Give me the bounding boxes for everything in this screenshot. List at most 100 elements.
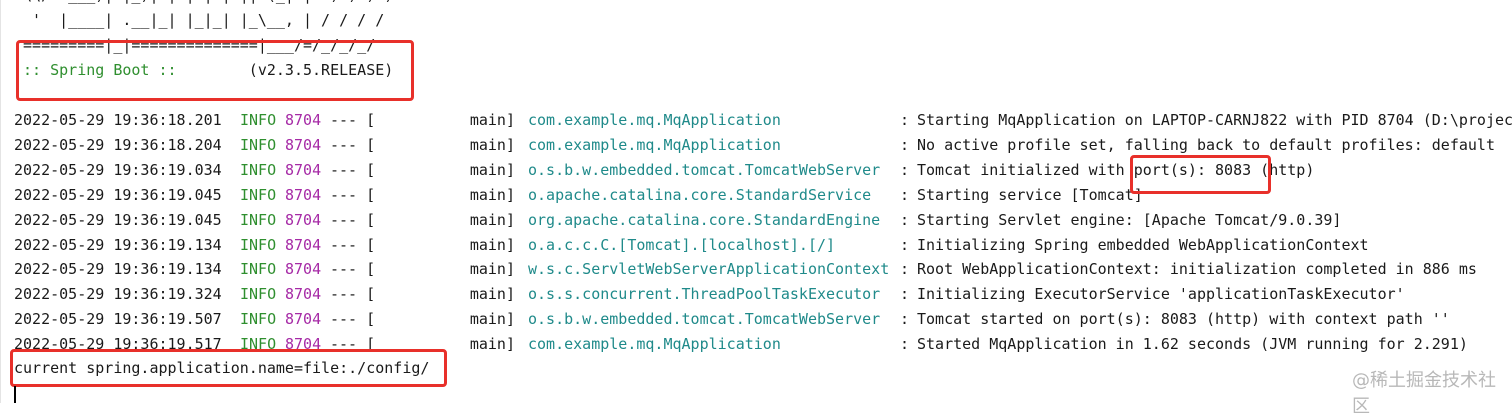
log-row: 2022-05-29 19:36:19.507 INFO 8704 --- [ main… [0, 307, 1512, 332]
log-row: 2022-05-29 19:36:19.045 INFO 8704 --- [ main… [0, 183, 1512, 208]
log-message: Starting service [Tomcat] [917, 185, 1143, 204]
banner-line: \\/ ___)| |_)| | | | | || (_| | ) ) ) ) [14, 0, 393, 8]
log-row: 2022-05-29 19:36:18.204 INFO 8704 --- [ main… [0, 133, 1512, 158]
log-logger: com.example.mq.MqApplication [528, 335, 781, 354]
highlight-box-banner [16, 40, 414, 101]
log-level: INFO [240, 210, 277, 229]
log-level: INFO [240, 310, 277, 329]
log-row: 2022-05-29 19:36:19.134 INFO 8704 --- [ main… [0, 233, 1512, 258]
log-separator: --- [ [330, 285, 376, 304]
log-timestamp: 2022-05-29 19:36:19.045 [14, 210, 222, 229]
log-timestamp: 2022-05-29 19:36:18.204 [14, 135, 222, 154]
log-thread: main] [469, 285, 515, 304]
log-pid: 8704 [285, 185, 322, 204]
log-colon: : [900, 111, 910, 129]
log-thread: main] [469, 135, 515, 154]
log-pid: 8704 [285, 310, 322, 329]
log-logger: com.example.mq.MqApplication [528, 111, 781, 129]
log-timestamp: 2022-05-29 19:36:19.034 [14, 160, 222, 179]
log-colon: : [900, 210, 910, 229]
log-message: Tomcat started on port(s): 8083 (http) w… [917, 310, 1450, 329]
log-timestamp: 2022-05-29 19:36:19.507 [14, 310, 222, 329]
log-separator: --- [ [330, 111, 376, 129]
log-message: Tomcat initialized with port(s): 8083 (h… [917, 160, 1315, 179]
log-logger: o.s.b.w.embedded.tomcat.TomcatWebServer [528, 160, 881, 179]
log-separator: --- [ [330, 210, 376, 229]
log-colon: : [900, 160, 910, 179]
log-colon: : [900, 235, 910, 254]
log-colon: : [900, 135, 910, 154]
log-separator: --- [ [330, 235, 376, 254]
log-thread: main] [469, 160, 515, 179]
log-level: INFO [240, 260, 277, 279]
log-message: Root WebApplicationContext: initializati… [917, 260, 1477, 279]
log-timestamp: 2022-05-29 19:36:19.045 [14, 185, 222, 204]
log-level: INFO [240, 335, 277, 354]
log-message: Starting MqApplication on LAPTOP-CARNJ82… [917, 111, 1512, 129]
log-level: INFO [240, 160, 277, 179]
log-pid: 8704 [285, 235, 322, 254]
log-thread: main] [469, 111, 515, 129]
log-row: 2022-05-29 19:36:19.324 INFO 8704 --- [ main… [0, 282, 1512, 307]
log-colon: : [900, 310, 910, 329]
log-colon: : [900, 285, 910, 304]
log-level: INFO [240, 135, 277, 154]
log-thread: main] [469, 310, 515, 329]
log-thread: main] [469, 335, 515, 354]
log-logger: org.apache.catalina.core.StandardEngine [528, 210, 881, 229]
log-message: Initializing ExecutorService 'applicatio… [917, 285, 1405, 304]
spring-boot-version: (v2.3.5.RELEASE) [185, 61, 394, 79]
log-message: Started MqApplication in 1.62 seconds (J… [917, 335, 1468, 354]
log-timestamp: 2022-05-29 19:36:19.134 [14, 235, 222, 254]
log-thread: main] [469, 260, 515, 279]
log-logger: o.s.b.w.embedded.tomcat.TomcatWebServer [528, 310, 881, 329]
log-colon: : [900, 260, 910, 279]
spring-boot-label: :: Spring Boot :: [14, 61, 186, 79]
log-timestamp: 2022-05-29 19:36:19.134 [14, 260, 222, 279]
log-row: 2022-05-29 19:36:19.034 INFO 8704 --- [ main… [0, 158, 1512, 183]
log-colon: : [900, 185, 910, 204]
log-message: Starting Servlet engine: [Apache Tomcat/… [917, 210, 1342, 229]
log-logger: w.s.c.ServletWebServerApplicationContext [528, 260, 890, 279]
text-cursor [14, 386, 16, 403]
log-separator: --- [ [330, 135, 376, 154]
highlight-box-output [10, 349, 447, 387]
log-thread: main] [469, 185, 515, 204]
banner-line: ' |____| .__|_| |_|_| |_\__, | / / / / [14, 11, 385, 29]
log-thread: main] [469, 235, 515, 254]
log-separator: --- [ [330, 310, 376, 329]
log-logger: com.example.mq.MqApplication [528, 135, 781, 154]
log-level: INFO [240, 285, 277, 304]
log-pid: 8704 [285, 210, 322, 229]
log-level: INFO [240, 235, 277, 254]
spring-boot-version-line: :: Spring Boot :: (v2.3.5.RELEASE) [14, 58, 393, 83]
log-message: Initializing Spring embedded WebApplicat… [917, 235, 1369, 254]
log-logger: o.s.s.concurrent.ThreadPoolTaskExecutor [528, 285, 881, 304]
log-pid: 8704 [285, 135, 322, 154]
watermark: @稀土掘金技术社区 [1352, 370, 1496, 417]
log-separator: --- [ [330, 160, 376, 179]
log-colon: : [900, 335, 910, 354]
highlight-box-port [1130, 155, 1271, 194]
log-pid: 8704 [285, 335, 322, 354]
log-level: INFO [240, 111, 277, 129]
log-separator: --- [ [330, 335, 376, 354]
log-pid: 8704 [285, 160, 322, 179]
log-timestamp: 2022-05-29 19:36:19.517 [14, 335, 222, 354]
log-row: 2022-05-29 19:36:19.517 INFO 8704 --- [ main… [0, 332, 1512, 357]
log-level: INFO [240, 185, 277, 204]
console-left-edge [0, 0, 1, 403]
log-timestamp: 2022-05-29 19:36:19.324 [14, 285, 222, 304]
log-thread: main] [469, 210, 515, 229]
log-pid: 8704 [285, 111, 322, 129]
log-separator: --- [ [330, 185, 376, 204]
log-timestamp: 2022-05-29 19:36:18.201 [14, 111, 222, 129]
log-message: No active profile set, falling back to d… [917, 135, 1495, 154]
log-row: 2022-05-29 19:36:18.201 INFO 8704 --- [ main… [0, 108, 1512, 133]
log-logger: o.a.c.c.C.[Tomcat].[localhost].[/] [528, 235, 836, 254]
output-line: current spring.application.name=file:./c… [14, 359, 430, 377]
log-row: 2022-05-29 19:36:19.045 INFO 8704 --- [ main… [0, 208, 1512, 233]
log-pid: 8704 [285, 285, 322, 304]
log-pid: 8704 [285, 260, 322, 279]
